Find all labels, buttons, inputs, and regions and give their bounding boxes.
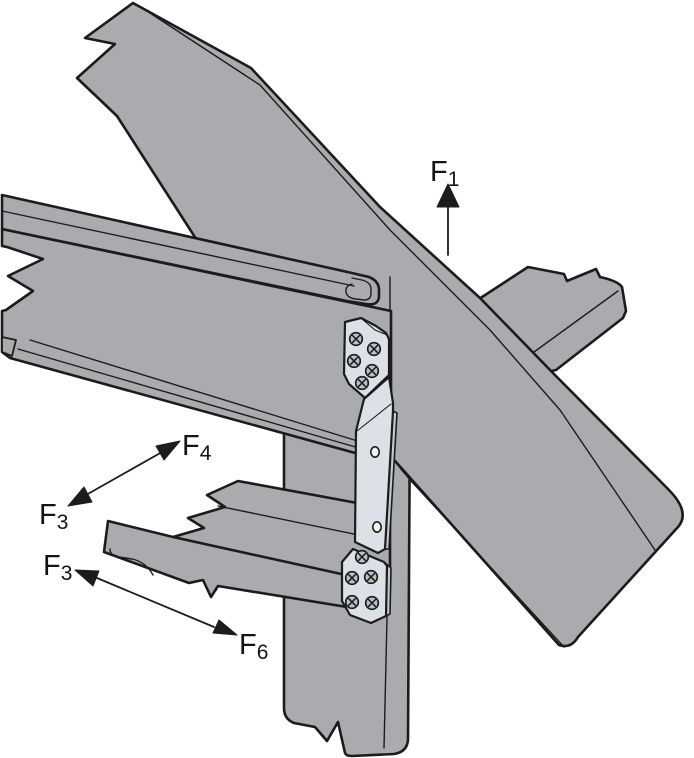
f1-arrowhead bbox=[436, 183, 460, 208]
screw bbox=[364, 595, 380, 611]
rafter-top-ridge bbox=[149, 12, 656, 551]
screw bbox=[363, 569, 379, 585]
lower-purlin-lip-curl bbox=[109, 548, 154, 576]
f6-arrowhead bbox=[212, 619, 238, 636]
channel-flange-curl bbox=[345, 277, 372, 301]
force-arrow-f3-f6: F3 F6 bbox=[43, 550, 268, 664]
strap-hole-upper bbox=[369, 445, 380, 458]
screw bbox=[354, 375, 370, 391]
f3f6-arrow-line bbox=[96, 577, 215, 628]
channel-top-flange bbox=[0, 193, 381, 306]
rafter-bottom-ridge bbox=[399, 467, 565, 648]
screw bbox=[344, 570, 360, 586]
force-arrow-f1: F1 bbox=[430, 156, 460, 256]
screw bbox=[346, 353, 362, 369]
screw bbox=[348, 331, 364, 347]
strap-connector bbox=[340, 316, 398, 625]
f3-upper-arrowhead bbox=[67, 486, 93, 507]
screw bbox=[354, 549, 370, 565]
f3f4-arrow-line bbox=[85, 451, 163, 496]
f6-label: F6 bbox=[239, 629, 268, 664]
channel-bottom-flange-line2 bbox=[17, 348, 377, 454]
purlin-channel-near bbox=[0, 193, 393, 461]
far-purlin-ridge bbox=[533, 290, 619, 353]
purlin-channel-far bbox=[477, 265, 628, 374]
channel-top-flange-edge bbox=[1, 210, 355, 287]
screw bbox=[344, 594, 360, 610]
screw bbox=[364, 363, 380, 379]
f3-upper-label: F3 bbox=[39, 499, 68, 534]
channel-bottom-flange-line1 bbox=[29, 339, 378, 448]
strap-arm bbox=[353, 375, 395, 555]
f1-label: F1 bbox=[430, 156, 459, 191]
f3-lower-label: F3 bbox=[43, 550, 72, 585]
far-purlin-face bbox=[477, 265, 628, 374]
strap-twist-bend bbox=[356, 403, 392, 432]
force-arrow-f3-f4: F4 F3 bbox=[39, 430, 212, 534]
strap-hole-lower bbox=[371, 520, 382, 533]
lower-purlin-channel bbox=[102, 479, 392, 610]
channel-bottom-flange-tip bbox=[1, 336, 17, 357]
lower-purlin-lip bbox=[102, 519, 357, 610]
f4-label: F4 bbox=[182, 430, 212, 465]
strap-top-plate-fold bbox=[361, 318, 388, 336]
f4-arrowhead bbox=[155, 440, 181, 461]
f3-lower-arrowhead bbox=[74, 569, 100, 587]
screw bbox=[366, 341, 382, 357]
